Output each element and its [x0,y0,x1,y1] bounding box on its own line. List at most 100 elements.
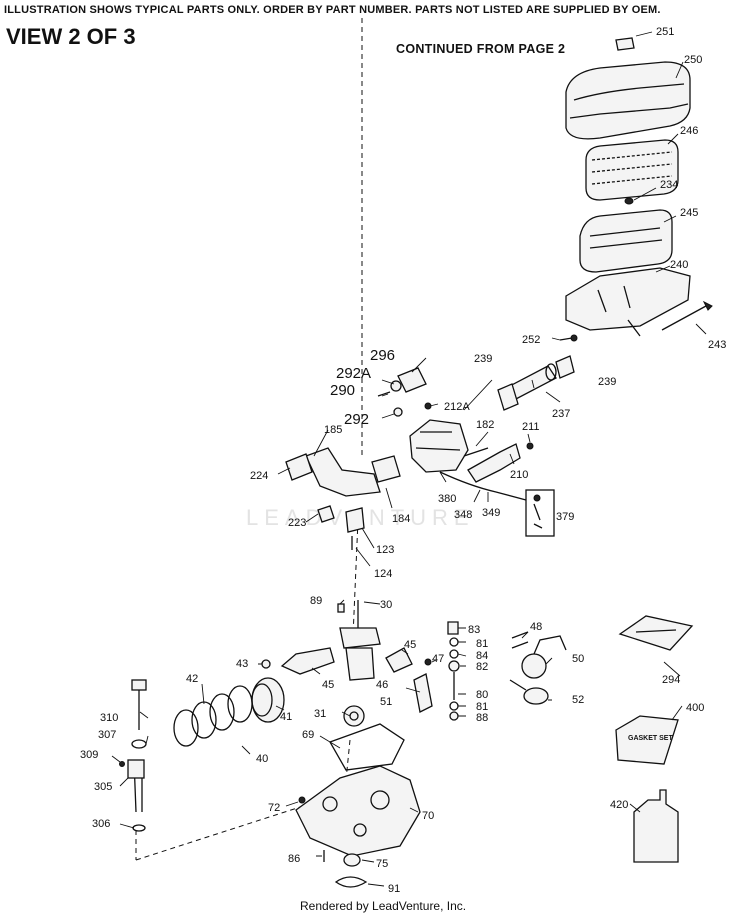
callout-43: 43 [236,658,248,670]
callout-75: 75 [376,858,388,870]
callout-290: 290 [330,382,355,399]
part-48-tappets[interactable] [511,631,529,649]
view-title: VIEW 2 OF 3 [6,24,136,49]
callout-400: 400 [686,702,704,714]
part-43-nut[interactable] [261,659,271,669]
callout-182: 182 [476,419,494,431]
part-243-bolt[interactable] [661,300,713,331]
callout-420: 420 [610,799,628,811]
part-251-knob[interactable] [615,37,635,51]
assembly-dash-line [135,799,323,861]
part-292-fitting[interactable] [393,407,403,417]
callout-82: 82 [476,661,488,673]
callout-81-top: 81 [476,638,488,650]
callout-185: 185 [324,424,342,436]
callout-72: 72 [268,802,280,814]
callout-41: 41 [280,711,292,723]
callout-307: 307 [98,729,116,741]
callout-124: 124 [374,568,392,580]
callout-42: 42 [186,673,198,685]
part-210-bracket[interactable] [467,443,521,483]
part-400-gasket-set[interactable]: GASKET SET [615,715,679,765]
part-31-gear[interactable] [343,705,365,727]
part-234-nut[interactable] [624,197,634,205]
callout-51: 51 [380,696,392,708]
part-70-crankcase[interactable] [295,765,421,857]
part-306-oring[interactable] [132,824,146,832]
part-240-base[interactable] [565,267,691,337]
part-349-link[interactable] [439,471,527,501]
part-123-clip[interactable] [345,507,365,533]
part-75-seal[interactable] [343,853,361,867]
carburetor[interactable] [409,419,469,473]
callout-123: 123 [376,544,394,556]
callout-31: 31 [314,708,326,720]
callout-309: 309 [80,749,98,761]
part-310-dipstick[interactable] [131,679,147,730]
part-420-oil-bottle[interactable] [633,789,679,863]
callout-45-rod: 45 [322,679,334,691]
part-223-screw[interactable] [317,505,335,523]
callout-243: 243 [708,339,726,351]
callout-296: 296 [370,347,395,364]
callout-212A: 212A [444,401,470,413]
part-305-tube[interactable] [127,759,145,813]
part-292A-fitting[interactable] [390,380,402,392]
part-80-84-88-shaft-stack[interactable] [447,621,460,721]
callout-211: 211 [522,421,540,433]
part-46-47-governor-parts[interactable] [385,647,432,673]
part-296-valve[interactable] [397,367,427,393]
illustration-notice: ILLUSTRATION SHOWS TYPICAL PARTS ONLY. O… [4,4,661,16]
gasket-set-text: GASKET SET [628,735,673,742]
callout-348: 348 [454,509,472,521]
callout-250: 250 [684,54,702,66]
part-91-seal[interactable] [334,876,368,888]
continued-note: CONTINUED FROM PAGE 2 [396,42,566,56]
part-51-governor[interactable] [413,673,433,713]
part-246-filter[interactable] [585,139,679,201]
callout-30: 30 [380,599,392,611]
part-307-oring[interactable] [131,739,147,749]
part-184-gasket[interactable] [371,455,401,483]
part-89-key[interactable] [337,603,345,613]
callout-46: 46 [376,679,388,691]
footer-credit: Rendered by LeadVenture, Inc. [300,899,467,913]
part-290-pin[interactable] [377,391,391,397]
part-185-manifold[interactable] [305,447,381,497]
part-72-plug[interactable] [298,796,306,804]
part-52-pulley[interactable] [509,679,549,705]
callout-234: 234 [660,179,678,191]
callout-50: 50 [572,653,584,665]
part-45-connecting-rod[interactable] [280,647,335,675]
part-250-cover[interactable] [565,61,691,140]
part-252-screw[interactable] [559,334,578,342]
callout-305: 305 [94,781,112,793]
part-224-gasket[interactable] [285,453,313,481]
part-50-camshaft[interactable] [521,635,567,679]
part-42-rings[interactable] [173,685,253,747]
callout-292A: 292A [336,365,371,382]
part-182-screw[interactable] [463,447,489,457]
part-379-box[interactable] [525,489,555,537]
part-69-gasket[interactable] [329,723,405,771]
callout-45-top: 45 [404,639,416,651]
callout-252: 252 [522,334,540,346]
callout-69: 69 [302,729,314,741]
part-294-manual[interactable] [618,615,694,651]
callout-184: 184 [392,513,410,525]
callout-91: 91 [388,883,400,895]
part-239-gaskets[interactable] [497,355,575,411]
callout-81-bottom: 81 [476,701,488,713]
leader-lines [111,31,707,887]
part-211-screw[interactable] [526,442,534,450]
part-245-element[interactable] [579,209,673,273]
callout-245: 245 [680,207,698,219]
callout-210: 210 [510,469,528,481]
callout-380: 380 [438,493,456,505]
callout-306: 306 [92,818,110,830]
callout-349: 349 [482,507,500,519]
callout-239-left: 239 [474,353,492,365]
part-30-crankshaft[interactable] [339,600,381,681]
part-309-screw[interactable] [119,761,125,767]
callout-89: 89 [310,595,322,607]
